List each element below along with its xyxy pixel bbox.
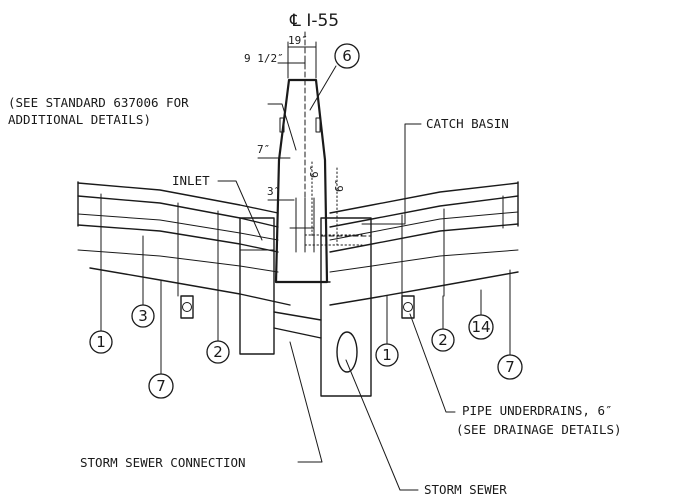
label-catch-basin: CATCH BASIN xyxy=(426,116,509,131)
callout-1-right: 1 xyxy=(375,343,399,367)
dim-9-half: 9 1/2″ xyxy=(244,52,284,65)
label-pipe-underdrains-line2: (SEE DRAINAGE DETAILS) xyxy=(456,422,622,437)
label-see-standard-line2: ADDITIONAL DETAILS) xyxy=(8,112,151,127)
dim-7: 7″ xyxy=(257,143,270,156)
svg-text:1: 1 xyxy=(382,346,392,364)
callout-6: 6 xyxy=(334,43,360,69)
svg-text:1: 1 xyxy=(96,333,106,351)
label-storm-sewer: STORM SEWER xyxy=(424,482,507,497)
svg-text:7: 7 xyxy=(505,358,515,376)
svg-text:2: 2 xyxy=(213,343,223,361)
storm-sewer-pipe xyxy=(336,331,358,373)
callout-1-left: 1 xyxy=(89,330,113,354)
label-pipe-underdrains-line1: PIPE UNDERDRAINS, 6″ xyxy=(462,403,613,418)
callout-7-left: 7 xyxy=(148,373,174,399)
svg-text:7: 7 xyxy=(156,377,166,395)
callout-2-right: 2 xyxy=(431,328,455,352)
callout-7-right: 7 xyxy=(497,354,523,380)
pavement-left xyxy=(77,181,291,319)
svg-text:3: 3 xyxy=(138,307,148,325)
svg-text:2: 2 xyxy=(438,331,448,349)
leader-lines xyxy=(217,65,456,491)
storm-sewer-connection-pipe xyxy=(273,311,322,339)
label-inlet: INLET xyxy=(172,173,210,188)
centerline-title: ℄ I-55 xyxy=(289,11,339,31)
dim-6-upper: 6″ xyxy=(308,165,321,178)
svg-text:14: 14 xyxy=(471,318,490,336)
label-storm-sewer-connection: STORM SEWER CONNECTION xyxy=(80,455,246,470)
dim-3: 3″ xyxy=(267,185,280,198)
callout-14: 14 xyxy=(468,314,494,340)
side-dimensions xyxy=(257,157,363,246)
callout-2-left: 2 xyxy=(206,340,230,364)
svg-text:6: 6 xyxy=(342,47,352,65)
top-dimensions xyxy=(277,41,317,79)
dim-19: 19″ xyxy=(288,34,308,47)
callout-3: 3 xyxy=(131,304,155,328)
label-see-standard-line1: (SEE STANDARD 637006 FOR xyxy=(8,95,189,110)
catch-basin-structure xyxy=(320,217,372,397)
inlet-structure xyxy=(239,217,275,355)
pavement-right xyxy=(329,181,519,319)
dim-6-lower: 6″ xyxy=(333,179,346,192)
